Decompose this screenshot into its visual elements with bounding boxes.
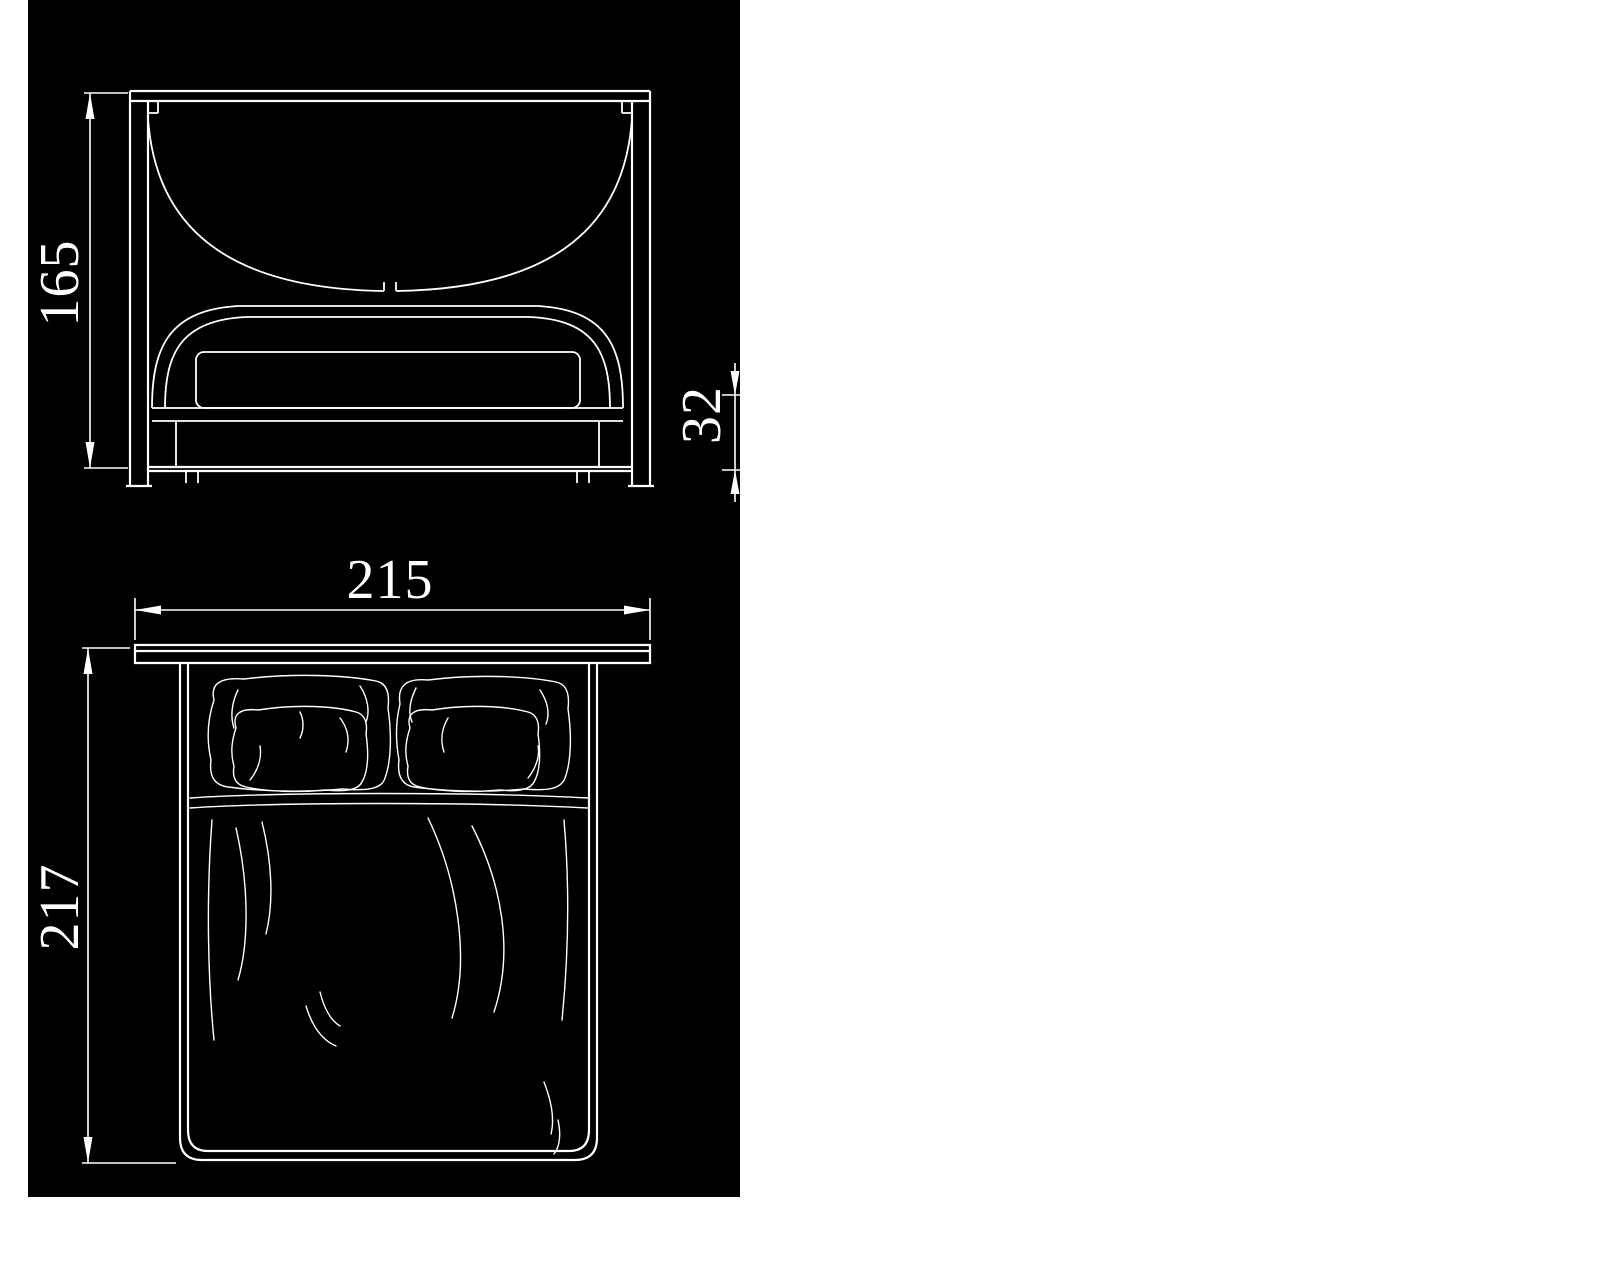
dimension-front-height: 165 bbox=[29, 92, 128, 469]
front-canopy-sling bbox=[147, 117, 633, 292]
dimension-base-height-label: 32 bbox=[671, 386, 733, 444]
arrowhead-up-icon bbox=[83, 648, 93, 674]
dimension-height-label: 165 bbox=[29, 240, 91, 327]
arrowhead-up-icon bbox=[730, 470, 740, 494]
dimension-plan-width: 215 bbox=[134, 549, 651, 640]
front-headboard bbox=[151, 305, 624, 409]
plan-pillow-wrinkles bbox=[231, 685, 549, 781]
arrowhead-right-icon bbox=[624, 605, 650, 615]
front-corner-blocks bbox=[148, 101, 632, 114]
arrowhead-left-icon bbox=[135, 605, 161, 615]
front-frame-outline bbox=[126, 89, 654, 488]
dimension-extension-lines bbox=[82, 647, 176, 1164]
arrowhead-down-icon bbox=[83, 1137, 93, 1163]
plan-bed-frame bbox=[178, 663, 599, 1162]
dimension-extension-lines bbox=[134, 598, 651, 640]
plan-view bbox=[133, 643, 652, 1162]
dimension-depth-label: 217 bbox=[29, 864, 91, 951]
front-elevation-view bbox=[126, 89, 654, 488]
arrowhead-down-icon bbox=[85, 442, 95, 468]
arrowhead-down-icon bbox=[730, 371, 740, 395]
plan-blanket-lines bbox=[189, 792, 589, 1155]
dimension-extension-lines bbox=[84, 92, 128, 469]
dimension-front-base-height: 32 bbox=[671, 363, 748, 502]
dimension-plan-depth: 217 bbox=[29, 647, 176, 1164]
arrowhead-up-icon bbox=[85, 93, 95, 119]
dimension-width-label: 215 bbox=[347, 549, 434, 611]
front-base bbox=[152, 407, 623, 483]
drawing-canvas bbox=[28, 0, 740, 1197]
plan-headboard bbox=[133, 643, 652, 665]
plan-pillows bbox=[207, 674, 572, 793]
